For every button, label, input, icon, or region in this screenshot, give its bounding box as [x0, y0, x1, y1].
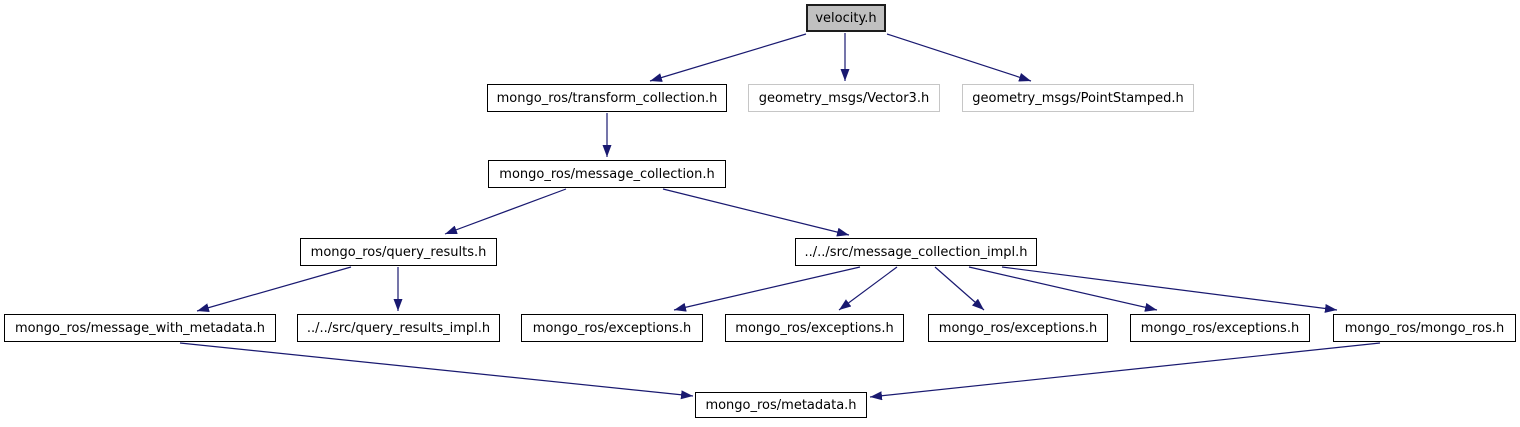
graph-node-vector3: geometry_msgs/Vector3.h: [748, 84, 940, 112]
graph-node-pointstamped: geometry_msgs/PointStamped.h: [962, 84, 1194, 112]
graph-node-query_results[interactable]: mongo_ros/query_results.h: [300, 238, 497, 266]
graph-node-exceptions2[interactable]: mongo_ros/exceptions.h: [725, 314, 904, 342]
graph-node-query_results_impl[interactable]: ../../src/query_results_impl.h: [297, 314, 500, 342]
node-label: geometry_msgs/PointStamped.h: [972, 90, 1184, 106]
edge-velocity-to-pointstamped: [886, 33, 1032, 82]
edge-message_collection-to-message_collection_impl: [662, 188, 850, 237]
edge-message_collection_impl-to-exceptions1: [673, 266, 861, 312]
node-label: velocity.h: [815, 10, 877, 26]
node-label: ../../src/query_results_impl.h: [306, 320, 491, 336]
node-label: mongo_ros/metadata.h: [705, 397, 857, 413]
node-label: mongo_ros/message_with_metadata.h: [14, 320, 266, 336]
edge-query_results-to-message_with_metadata: [196, 266, 352, 313]
graph-node-mongo_ros[interactable]: mongo_ros/mongo_ros.h: [1333, 314, 1516, 342]
node-label: mongo_ros/exceptions.h: [532, 320, 692, 336]
graph-node-message_with_metadata[interactable]: mongo_ros/message_with_metadata.h: [4, 314, 276, 342]
edge-group: [179, 33, 1381, 401]
edge-message_with_metadata-to-metadata: [179, 342, 694, 400]
graph-node-metadata[interactable]: mongo_ros/metadata.h: [695, 392, 867, 418]
graph-node-message_collection[interactable]: mongo_ros/message_collection.h: [488, 160, 726, 188]
graph-node-exceptions4[interactable]: mongo_ros/exceptions.h: [1130, 314, 1310, 342]
edge-message_collection_impl-to-exceptions3: [934, 266, 985, 311]
edge-message_collection_impl-to-exceptions4: [968, 266, 1158, 312]
edge-message_collection_impl-to-exceptions2: [838, 266, 898, 311]
edge-message_collection-to-query_results: [444, 188, 567, 235]
node-label: mongo_ros/mongo_ros.h: [1344, 320, 1505, 336]
node-label: mongo_ros/transform_collection.h: [496, 90, 718, 106]
node-label: mongo_ros/exceptions.h: [1140, 320, 1300, 336]
edge-mongo_ros-to-metadata: [869, 342, 1381, 401]
edge-velocity-to-transform_collection: [649, 33, 807, 82]
node-label: mongo_ros/exceptions.h: [938, 320, 1098, 336]
node-label: mongo_ros/exceptions.h: [735, 320, 894, 336]
node-label: mongo_ros/message_collection.h: [499, 166, 715, 182]
graph-node-exceptions1[interactable]: mongo_ros/exceptions.h: [521, 314, 703, 342]
node-label: geometry_msgs/Vector3.h: [758, 90, 930, 106]
graph-node-message_collection_impl[interactable]: ../../src/message_collection_impl.h: [795, 238, 1037, 266]
graph-node-exceptions3[interactable]: mongo_ros/exceptions.h: [928, 314, 1108, 342]
node-label: mongo_ros/query_results.h: [310, 244, 487, 260]
edge-message_collection_impl-to-mongo_ros: [1001, 266, 1338, 313]
graph-node-transform_collection[interactable]: mongo_ros/transform_collection.h: [487, 84, 727, 112]
node-label: ../../src/message_collection_impl.h: [804, 244, 1028, 260]
graph-node-velocity: velocity.h: [806, 4, 886, 32]
